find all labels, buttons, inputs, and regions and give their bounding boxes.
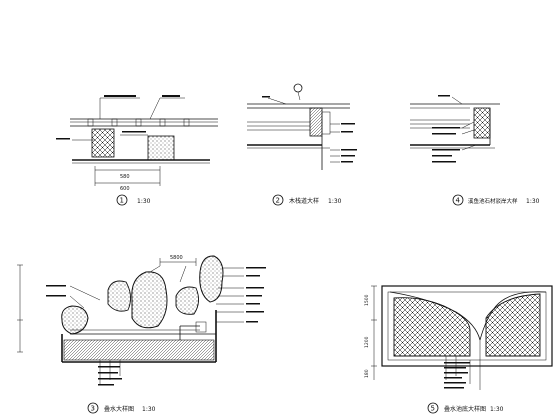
detail-1-title: 1 1:30	[116, 194, 151, 206]
detail-title: 溪鱼池石材驳岸大样	[468, 197, 518, 205]
pool-outline	[381, 285, 553, 367]
dim-d3-top: 5800	[170, 255, 183, 261]
detail-5-title: 5 叠水池底大样图 1:30	[427, 402, 504, 414]
footing-left	[91, 128, 115, 158]
post	[309, 107, 323, 137]
detail-title: 叠水池底大样图	[444, 405, 486, 413]
detail-5-section: 1500 1200 180 5 叠水池底大样图 1:30	[364, 285, 553, 414]
detail-title: 木栈道大样	[289, 197, 319, 205]
detail-number: 4	[456, 197, 461, 205]
detail-2-section: 2 木栈道大样 1:30	[247, 83, 357, 206]
detail-scale: 1:30	[526, 198, 540, 205]
dim-d1-total: 600	[120, 186, 130, 192]
deck-boards	[87, 118, 190, 127]
detail-number: 2	[276, 197, 280, 205]
dim-d5-h1: 1500	[364, 294, 370, 306]
rock-left	[61, 305, 89, 335]
pool-base	[63, 339, 215, 361]
detail-number: 1	[120, 197, 124, 205]
detail-5-leaders	[444, 356, 471, 389]
detail-number: 3	[91, 405, 95, 413]
detail-scale: 1:30	[490, 406, 504, 413]
rock-mid	[107, 280, 131, 312]
pool-right-hatch	[485, 293, 541, 357]
detail-3-section: 5800	[17, 255, 266, 414]
detail-number: 5	[431, 405, 435, 413]
detail-1-dims: 580 600	[94, 166, 161, 192]
dim-d5-h3: 180	[364, 369, 370, 378]
dim-d1-part: 580	[120, 174, 130, 180]
detail-2-title: 2 木栈道大样 1:30	[272, 194, 342, 206]
dim-d5-h2: 1200	[364, 336, 370, 348]
detail-scale: 1:30	[328, 198, 342, 205]
detail-title: 叠水大样图	[104, 405, 134, 413]
detail-3-leaders	[46, 265, 266, 386]
detail-scale: 1:30	[142, 406, 156, 413]
stone-edge	[473, 107, 491, 139]
detail-4-title: 4 溪鱼池石材驳岸大样 1:30	[452, 194, 540, 206]
rock-right	[175, 286, 199, 315]
footing-right	[147, 135, 175, 161]
pool-left-hatch	[393, 297, 471, 357]
detail-4-section: 4 溪鱼池石材驳岸大样 1:30	[410, 95, 540, 206]
rock-top-right	[199, 255, 224, 303]
detail-scale: 1:30	[137, 198, 151, 205]
detail-3-title: 3 叠水大样图 1:30	[87, 402, 156, 414]
rock-large	[131, 271, 168, 329]
detail-1-section: 580 600 1 1:30	[56, 95, 218, 206]
